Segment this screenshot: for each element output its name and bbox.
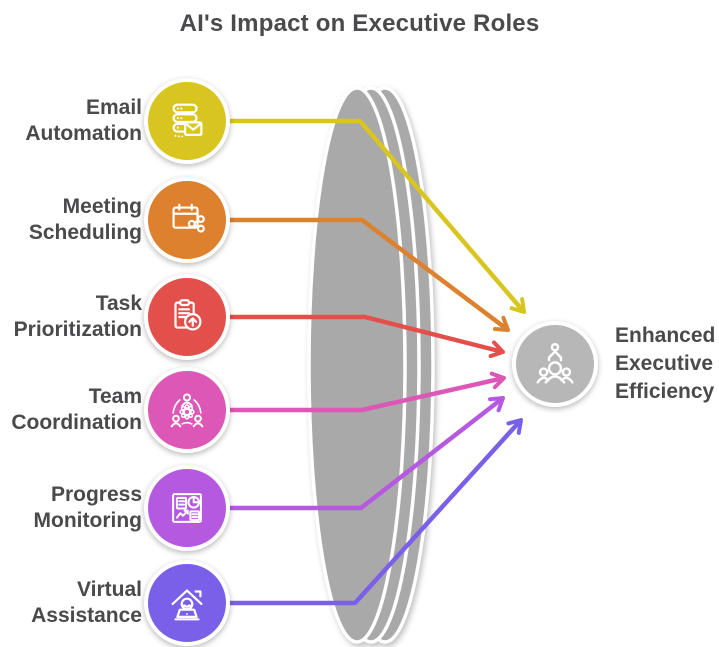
connector-lines (227, 118, 526, 606)
email-automation-icon (172, 103, 203, 138)
label-line: Monitoring (33, 509, 142, 532)
progress-monitoring-icon (172, 493, 202, 523)
icon-circle-task-prioritization (144, 274, 230, 360)
lens-front-ellipse (307, 86, 407, 644)
label-meeting-scheduling: Meeting Scheduling (0, 194, 142, 246)
executive-group-icon (536, 342, 574, 384)
connector-line-email-automation (227, 118, 526, 314)
result-label-line: Efficiency (615, 380, 715, 403)
virtual-assistance-icon (171, 589, 203, 621)
icon-circle-virtual-assistance (144, 560, 230, 646)
result-label: Enhanced Executive Efficiency (615, 322, 715, 406)
label-task-prioritization: Task Prioritization (0, 291, 142, 343)
meeting-scheduling-icon (172, 203, 205, 233)
connector-line-progress-monitoring (227, 396, 505, 511)
task-prioritization-icon (174, 299, 202, 331)
label-virtual-assistance: Virtual Assistance (0, 577, 142, 629)
connector-line-virtual-assistance (227, 418, 523, 606)
connector-line-team-coordination (227, 371, 506, 413)
label-line: Team (88, 385, 142, 408)
label-line: Coordination (11, 411, 142, 434)
label-line: Scheduling (28, 221, 142, 244)
icon-circle-team-coordination (144, 367, 230, 453)
result-label-line: Executive (615, 352, 714, 375)
label-line: Prioritization (13, 318, 142, 341)
label-line: Meeting (62, 195, 142, 218)
label-line: Automation (25, 122, 142, 145)
label-email-automation: Email Automation (0, 95, 142, 147)
icon-circle-email-automation (144, 78, 230, 164)
result-circle (512, 321, 598, 407)
label-line: Progress (50, 483, 142, 506)
team-coordination-icon (170, 393, 204, 428)
connector-line-meeting-scheduling (227, 217, 510, 332)
connector-line-task-prioritization (227, 314, 505, 359)
label-line: Email (85, 96, 142, 119)
label-progress-monitoring: Progress Monitoring (0, 482, 142, 534)
page-title: AI's Impact on Executive Roles (179, 10, 540, 37)
label-line: Task (95, 292, 142, 315)
label-team-coordination: Team Coordination (0, 384, 142, 436)
label-line: Virtual (77, 578, 142, 601)
icon-circle-meeting-scheduling (144, 177, 230, 263)
lens-disc (307, 86, 435, 644)
label-line: Assistance (31, 604, 142, 627)
result-label-line: Enhanced (615, 324, 716, 347)
icon-circle-progress-monitoring (144, 465, 230, 551)
